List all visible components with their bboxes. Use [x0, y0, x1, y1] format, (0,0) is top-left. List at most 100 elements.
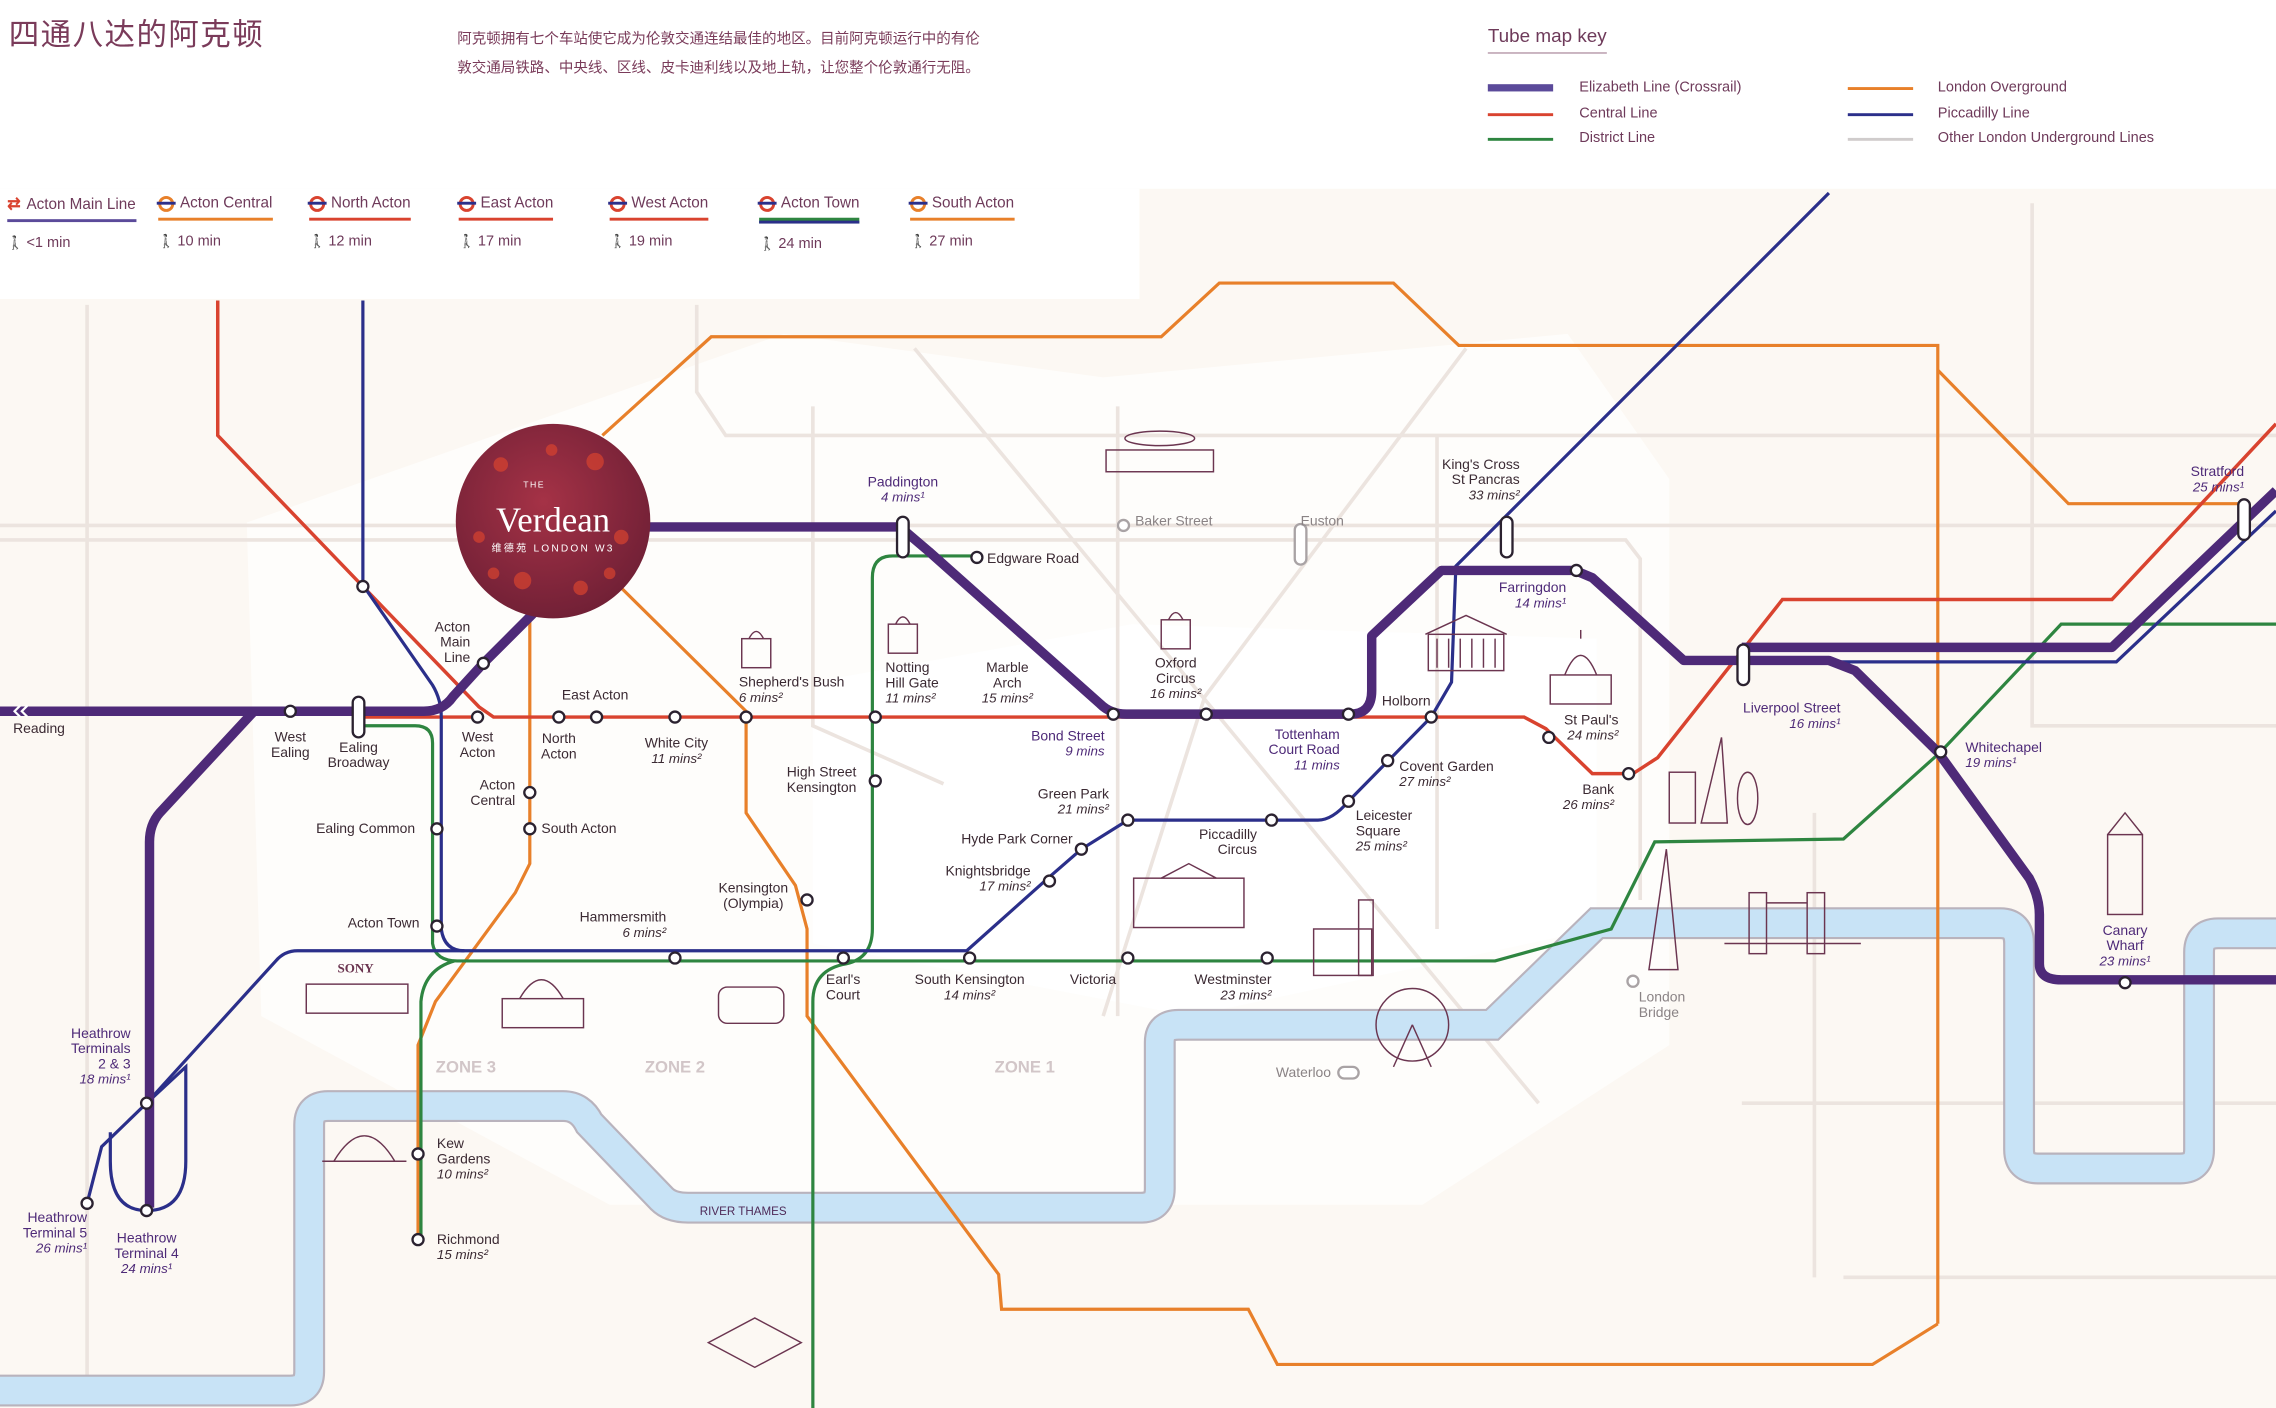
station-marker[interactable] [800, 893, 814, 907]
station-marker[interactable] [1116, 518, 1131, 533]
station-marker[interactable] [139, 1203, 154, 1218]
station-marker[interactable] [470, 710, 485, 724]
interchange-marker[interactable] [1736, 643, 1751, 687]
station-marker[interactable] [1260, 951, 1274, 965]
station-marker[interactable] [80, 1196, 94, 1210]
station-label-victoria[interactable]: Victoria [1070, 971, 1116, 987]
station-marker[interactable] [2118, 976, 2132, 990]
nearby-station-acton-main-line[interactable]: ⇄Acton Main Line🚶<1 min [7, 195, 136, 251]
station-marker[interactable] [411, 1232, 425, 1247]
station-marker[interactable] [356, 579, 370, 594]
station-label-east-acton[interactable]: East Acton [562, 687, 629, 703]
station-marker[interactable] [430, 919, 444, 933]
station-marker[interactable] [430, 822, 444, 836]
station-label-holborn[interactable]: Holborn [1382, 692, 1431, 708]
station-label-kensington-olympia-[interactable]: Kensington(Olympia) [719, 880, 789, 911]
interchange-marker[interactable] [895, 515, 910, 559]
station-marker[interactable] [1380, 753, 1395, 768]
nearby-station-east-acton[interactable]: East Acton🚶17 min [457, 195, 554, 250]
station-marker[interactable] [1042, 874, 1057, 888]
station-label-hyde-park-corner[interactable]: Hyde Park Corner [961, 830, 1073, 846]
station-marker[interactable] [868, 774, 882, 788]
station-label-baker-street[interactable]: Baker Street [1135, 512, 1213, 528]
station-label-ealing-common[interactable]: Ealing Common [316, 820, 415, 836]
station-marker[interactable] [1074, 842, 1089, 856]
station-marker[interactable] [1121, 951, 1135, 965]
station-marker[interactable] [1341, 794, 1356, 808]
interchange-marker[interactable] [1499, 515, 1514, 559]
station-marker[interactable] [1424, 710, 1438, 724]
station-label-south-acton[interactable]: South Acton [541, 820, 616, 836]
station-marker[interactable] [1106, 707, 1121, 721]
station-marker[interactable] [836, 951, 851, 965]
station-marker[interactable] [523, 822, 537, 836]
station-marker[interactable] [668, 710, 682, 724]
station-marker[interactable] [1341, 707, 1356, 721]
station-marker[interactable] [139, 1096, 154, 1110]
station-marker[interactable] [1626, 974, 1640, 988]
verdean-logo[interactable]: THE Verdean 维德苑 LONDON W3 [455, 423, 651, 619]
station-marker[interactable] [476, 656, 491, 671]
station-marker[interactable] [1934, 745, 1948, 759]
nearby-station-acton-central[interactable]: Acton Central🚶10 min [156, 195, 273, 250]
station-marker[interactable] [1264, 813, 1279, 827]
station-marker[interactable] [962, 951, 977, 965]
station-marker[interactable] [668, 951, 682, 965]
station-marker[interactable] [283, 704, 297, 718]
station-marker[interactable] [1621, 766, 1636, 781]
station-label-edgware-road[interactable]: Edgware Road [987, 550, 1079, 566]
nearby-station-south-acton[interactable]: South Acton🚶27 min [908, 195, 1015, 250]
station-label-reading[interactable]: Reading [13, 720, 65, 736]
station-label-euston[interactable]: Euston [1301, 512, 1344, 528]
station-marker[interactable] [589, 710, 604, 724]
station-marker[interactable] [552, 710, 566, 724]
station-marker[interactable] [1542, 730, 1556, 745]
station-marker[interactable] [523, 785, 537, 800]
nearby-station-north-acton[interactable]: North Acton🚶12 min [307, 195, 411, 250]
station-marker[interactable] [739, 710, 753, 724]
station-label-waterloo[interactable]: Waterloo [1276, 1064, 1331, 1080]
station-marker[interactable] [1121, 813, 1135, 827]
interchange-marker[interactable] [1293, 522, 1308, 566]
interchange-marker[interactable] [1337, 1065, 1360, 1080]
station-label-acton-town[interactable]: Acton Town [348, 915, 420, 931]
station-marker[interactable] [970, 550, 984, 565]
station-marker[interactable] [1569, 563, 1584, 578]
station-marker[interactable] [868, 710, 882, 724]
